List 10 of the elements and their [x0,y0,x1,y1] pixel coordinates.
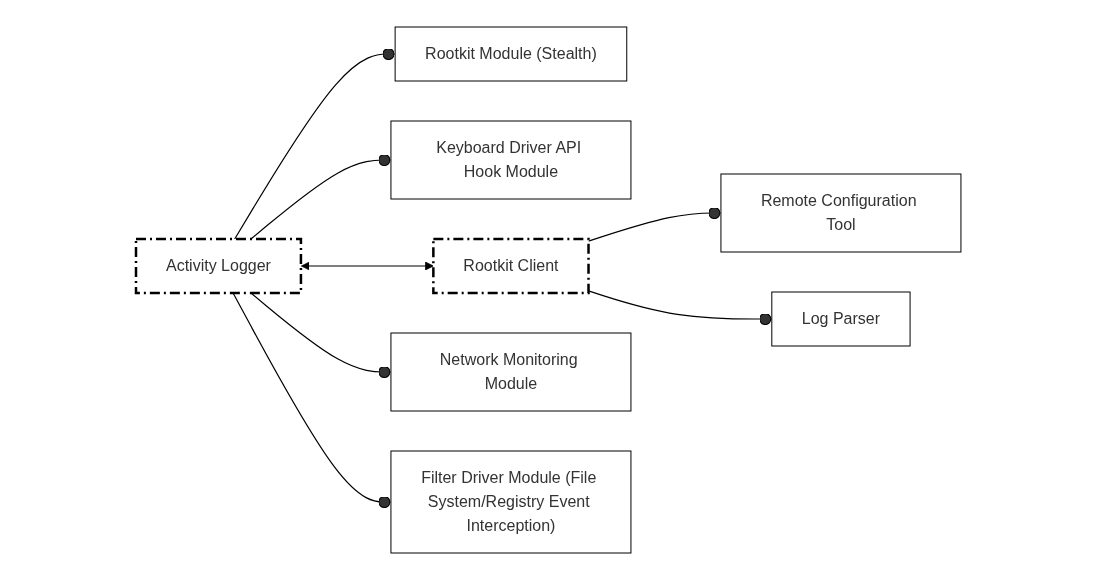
node-box: Rootkit Module (Stealth) [394,26,628,81]
connector [587,289,773,325]
node-box: Log Parser [771,291,911,346]
node-box: Filter Driver Module (File System/Registry Event Interception) [390,450,632,553]
node-box: Rootkit Client [432,237,590,294]
node-box: Remote Configuration Tool [720,173,962,252]
node-box: Keyboard Driver API Hook Module [390,120,632,199]
arrow [300,261,434,270]
node-box: Activity Logger [134,237,303,294]
node-box: Network Monitoring Module [390,332,632,411]
